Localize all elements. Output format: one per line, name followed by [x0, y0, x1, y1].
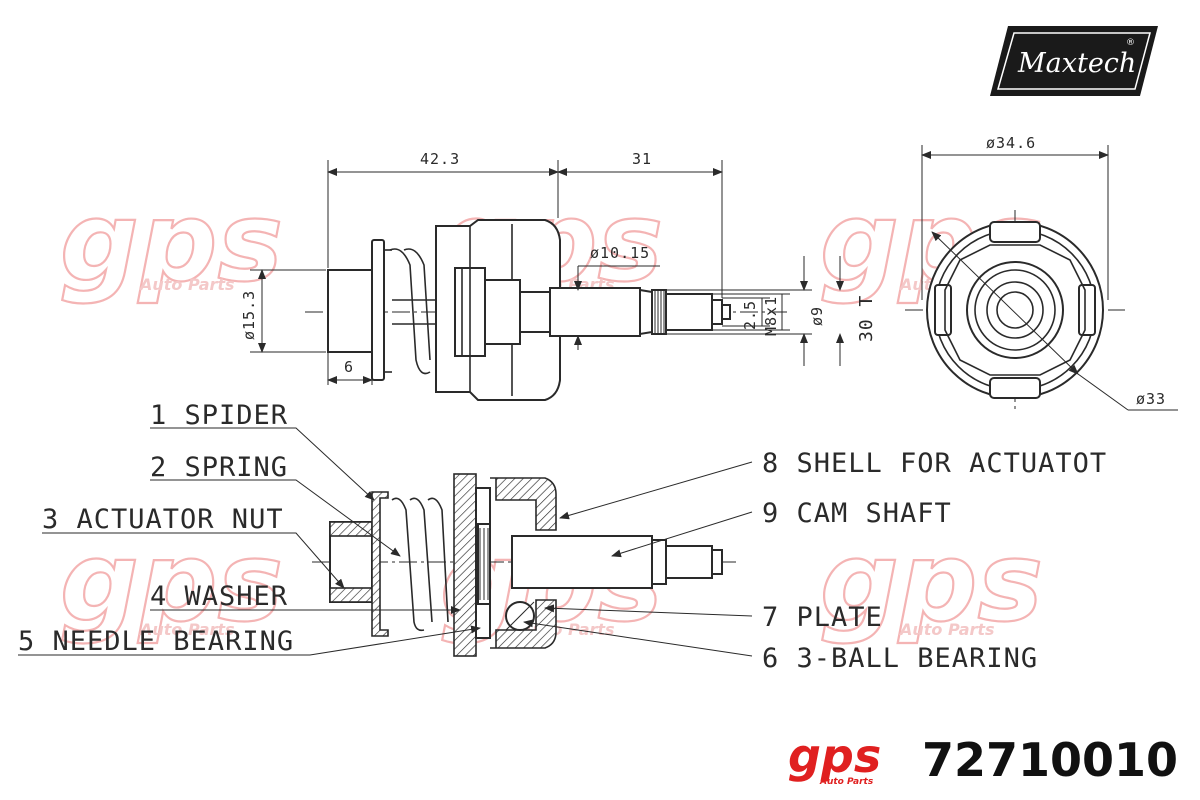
watermark-1: gps Auto Parts: [59, 177, 284, 307]
label-plate: 7 PLATE: [762, 602, 883, 633]
part-labels: 1 SPIDER 2 SPRING 3 ACTUATOR NUT 4 WASHE…: [18, 400, 1107, 674]
svg-text:gps: gps: [788, 729, 881, 783]
section-spring: [391, 497, 449, 632]
label-shell-for-actuatot: 8 SHELL FOR ACTUATOT: [762, 448, 1107, 479]
dim-31: 31: [632, 150, 652, 168]
front-view-dimensions: ø34.6 ø33: [921, 134, 1178, 411]
dim-42-3: 42.3: [420, 150, 460, 168]
dim-diameter-10-15: ø10.15: [590, 244, 650, 262]
part-number: 72710010: [922, 733, 1178, 787]
leader-lines: [18, 427, 753, 657]
maxtech-logo: Maxtech ®: [990, 26, 1158, 96]
dim-2-5: 2.5: [741, 300, 759, 330]
dim-diameter-33: ø33: [1136, 390, 1166, 408]
dim-m8x1: M8x1: [762, 296, 780, 336]
svg-text:Auto Parts: Auto Parts: [819, 777, 874, 787]
dim-30-t: 30 T: [856, 295, 877, 342]
bottom-gps-logo: gps Auto Parts: [788, 729, 881, 787]
section-view: [312, 473, 740, 657]
label-cam-shaft: 9 CAM SHAFT: [762, 498, 952, 529]
svg-text:gps: gps: [60, 518, 283, 646]
svg-text:®: ®: [1126, 38, 1135, 48]
label-needle-bearing: 5 NEEDLE BEARING: [18, 626, 294, 657]
dim-6: 6: [344, 358, 354, 376]
side-view: [305, 219, 790, 401]
label-actuator-nut: 3 ACTUATOR NUT: [42, 504, 284, 535]
side-view-dimensions: 42.3 31 ø10.15 ø15.3 6 2.5 M8x1 ø9: [240, 150, 877, 385]
watermark-6: gps Auto Parts: [819, 517, 1044, 647]
svg-text:Auto Parts: Auto Parts: [898, 620, 995, 639]
watermark-4: gps Auto Parts: [59, 517, 284, 647]
dim-diameter-34-6: ø34.6: [986, 134, 1036, 152]
label-spring: 2 SPRING: [150, 452, 288, 483]
svg-text:gps: gps: [820, 518, 1043, 646]
dim-diameter-15-3: ø15.3: [240, 290, 258, 340]
svg-text:gps: gps: [60, 178, 283, 306]
dim-diameter-9: ø9: [808, 306, 826, 326]
svg-text:Maxtech: Maxtech: [1017, 48, 1136, 79]
label-washer: 4 WASHER: [150, 581, 288, 612]
spring-coils: [389, 248, 440, 375]
svg-text:Auto Parts: Auto Parts: [138, 275, 235, 294]
svg-text:Auto Parts: Auto Parts: [138, 620, 235, 639]
label-spider: 1 SPIDER: [150, 400, 288, 431]
label-3-ball-bearing: 6 3-BALL BEARING: [762, 643, 1038, 674]
